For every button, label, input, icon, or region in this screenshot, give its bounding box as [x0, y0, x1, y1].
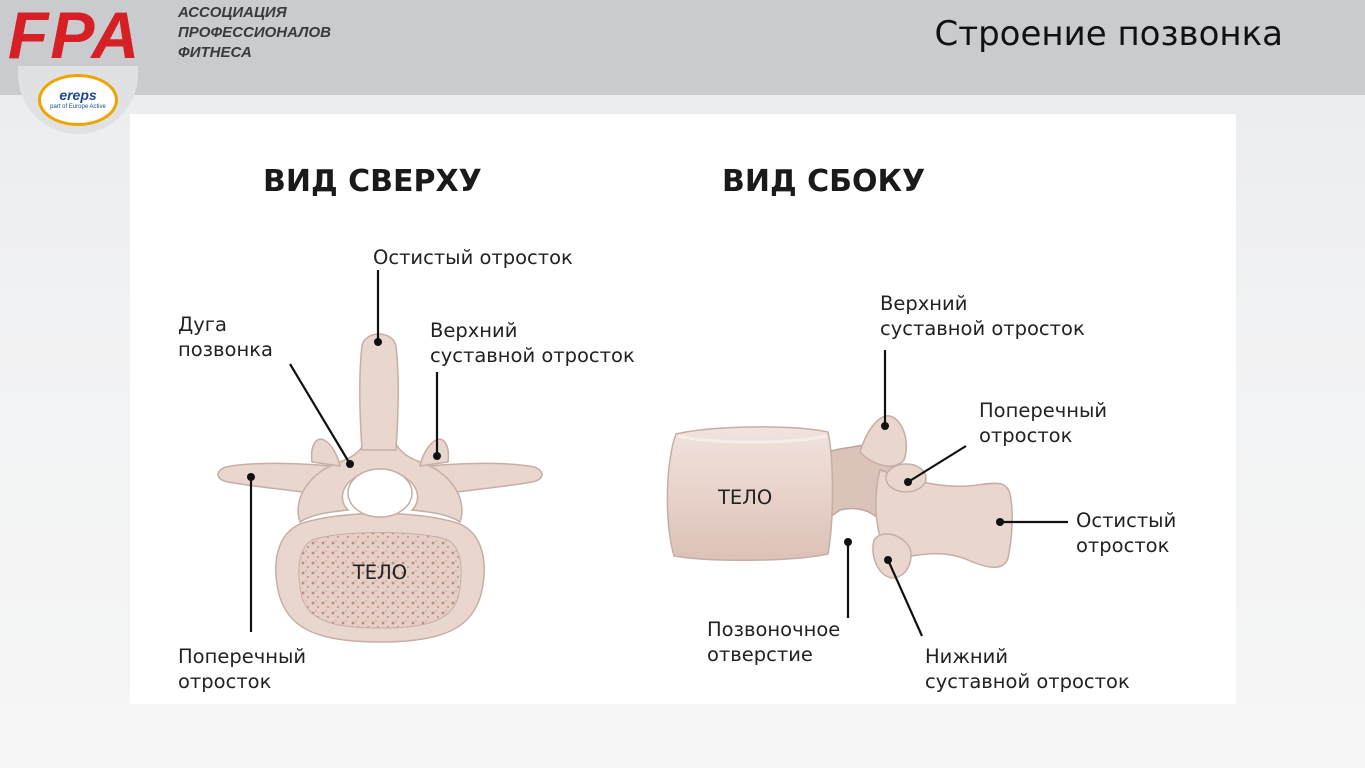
side-body-label: ТЕЛО: [717, 486, 772, 509]
label-superior-top-1: Верхний: [430, 319, 517, 342]
spinous-process-top: [358, 333, 400, 451]
leader-dot: [884, 556, 892, 564]
label-arch-1: Дуга: [178, 313, 227, 336]
leader-dot: [374, 338, 382, 346]
spinal-canal: [347, 468, 413, 518]
transverse-process-side: [885, 463, 927, 493]
label-inferior-side-2: суставной отросток: [925, 670, 1130, 693]
side-view-heading: ВИД СБОКУ: [722, 164, 925, 199]
association-line: АССОЦИАЦИЯ: [178, 4, 287, 21]
leader-dot: [881, 422, 889, 430]
superior-articular-right: [419, 438, 450, 467]
label-superior-top-2: суставной отросток: [430, 344, 635, 367]
badge-sub: part of Europe Active: [50, 104, 106, 110]
ereps-badge: ereps part of Europe Active: [18, 66, 138, 136]
ereps-logo-icon: ereps part of Europe Active: [38, 74, 118, 126]
label-arch-2: позвонка: [178, 338, 273, 361]
label-spinous-side-1: Остистый: [1076, 509, 1176, 532]
label-foramen-2: отверстие: [707, 643, 813, 666]
top-view-vertebra: [217, 333, 543, 643]
leader-dot: [904, 478, 912, 486]
association-line: ПРОФЕССИОНАЛОВ: [178, 24, 331, 41]
leader-transverse-side: [907, 445, 967, 483]
leader-inferior-side: [886, 559, 924, 637]
page-title: Строение позвонка: [934, 14, 1283, 54]
leader-dot: [433, 452, 441, 460]
vertebral-arch: [297, 429, 463, 524]
leader-arch: [289, 363, 351, 465]
label-spinous-side-2: отросток: [1076, 534, 1170, 557]
label-spinous-top: Остистый отросток: [373, 246, 573, 269]
inferior-articular-side: [872, 533, 912, 579]
label-superior-side-1: Верхний: [880, 292, 967, 315]
top-body-label: ТЕЛО: [352, 561, 407, 584]
side-body-rim: [677, 434, 827, 444]
side-vertebral-body: [666, 426, 834, 562]
association-line: ФИТНЕСА: [178, 44, 252, 61]
side-view-vertebra: [666, 415, 1013, 579]
label-transverse-side-2: отросток: [979, 424, 1073, 447]
leader-dot: [844, 538, 852, 546]
top-body-spongy: [298, 532, 462, 629]
superior-articular-left: [310, 438, 341, 467]
superior-articular-side: [859, 415, 908, 467]
badge-brand: ereps: [59, 87, 97, 103]
label-transverse-top-2: отросток: [178, 670, 272, 693]
header-bar: FPA АССОЦИАЦИЯ ПРОФЕССИОНАЛОВ ФИТНЕСА Ст…: [0, 0, 1365, 95]
label-inferior-side-1: Нижний: [925, 645, 1008, 668]
label-transverse-top-1: Поперечный: [178, 645, 306, 668]
leader-dot: [996, 518, 1004, 526]
label-transverse-side-1: Поперечный: [979, 399, 1107, 422]
fpa-logo: FPA: [8, 0, 142, 72]
association-name: АССОЦИАЦИЯ ПРОФЕССИОНАЛОВ ФИТНЕСА: [178, 3, 331, 63]
label-superior-side-2: суставной отросток: [880, 317, 1085, 340]
top-view-heading: ВИД СВЕРХУ: [263, 164, 482, 199]
leader-dot: [346, 460, 354, 468]
label-foramen-1: Позвоночное: [707, 618, 840, 641]
leader-dot: [247, 473, 255, 481]
